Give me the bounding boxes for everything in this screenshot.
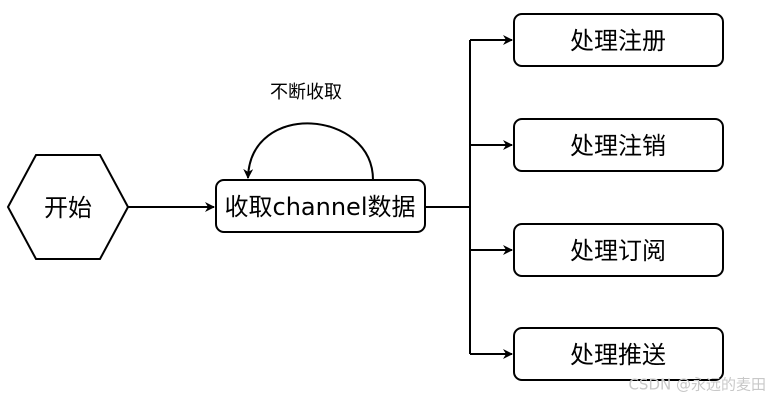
unregister-box (513, 118, 724, 172)
subscribe-node: 处理订阅 (513, 223, 724, 277)
push-box (513, 327, 724, 381)
register-node: 处理注册 (513, 13, 724, 67)
start-node: 开始 (6, 154, 130, 260)
receive-label: 收取channel数据 (225, 193, 416, 221)
unregister-label: 处理注销 (570, 132, 666, 160)
register-box (513, 13, 724, 67)
loop-arrow (243, 122, 374, 181)
subscribe-label: 处理订阅 (570, 237, 666, 265)
subscribe-box (513, 223, 724, 277)
start-label: 开始 (44, 194, 92, 222)
register-label: 处理注册 (570, 27, 666, 55)
watermark: CSDN @永远的麦田 (628, 376, 766, 394)
push-node: 处理推送 (513, 327, 724, 381)
unregister-node: 处理注销 (513, 118, 724, 172)
push-label: 处理推送 (570, 341, 666, 369)
loop-label: 不断收取 (270, 82, 342, 103)
receive-node: 收取channel数据 (215, 179, 426, 233)
